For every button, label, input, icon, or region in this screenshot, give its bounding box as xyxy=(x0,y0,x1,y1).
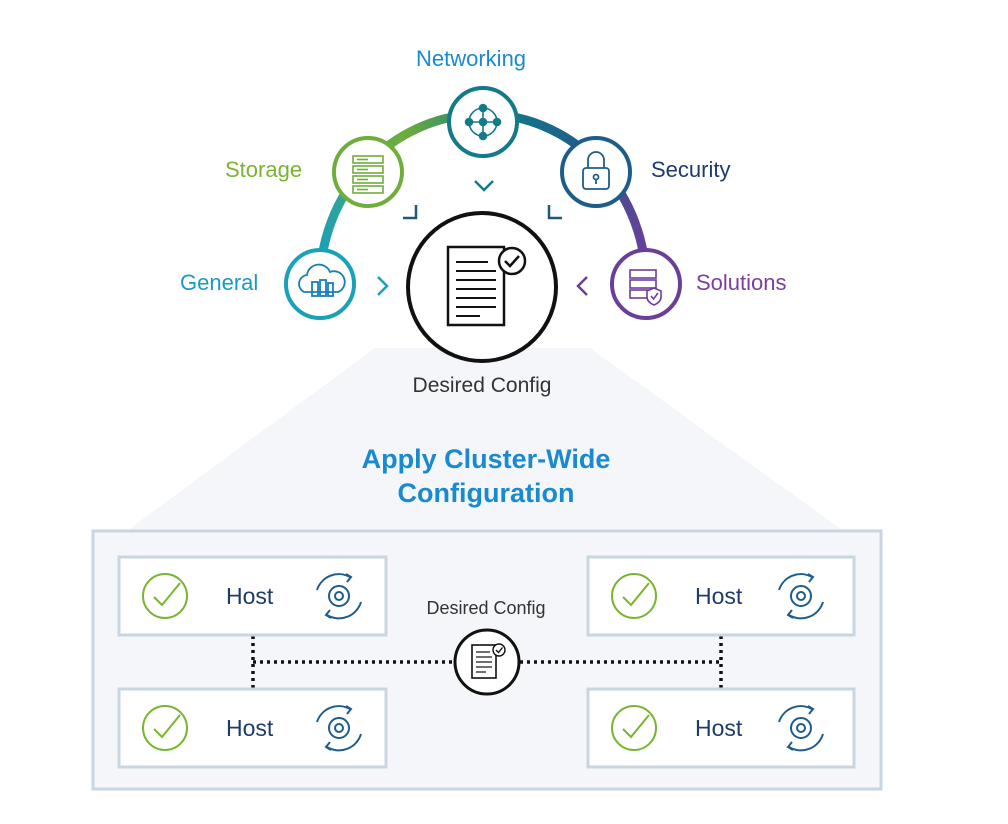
headline: Apply Cluster-Wide Configuration xyxy=(286,442,686,510)
networking-label: Networking xyxy=(416,46,527,71)
check-circle-icon xyxy=(611,573,657,619)
cluster-config-label: Desired Config xyxy=(426,598,546,618)
desired-config-label: Desired Config xyxy=(412,374,552,397)
gear-sync-icon xyxy=(778,573,824,620)
headline-line-1: Apply Cluster-Wide xyxy=(361,444,611,474)
document-check-icon xyxy=(446,245,527,327)
storage-node xyxy=(332,136,404,208)
general-label: General xyxy=(180,270,259,295)
general-node xyxy=(284,248,356,320)
bracket-left xyxy=(403,205,418,220)
host-card-2 xyxy=(586,555,856,637)
gear-sync-icon xyxy=(316,705,362,752)
chevron-right-icon xyxy=(377,276,389,296)
check-circle-icon xyxy=(142,705,188,751)
networking-node xyxy=(447,86,519,158)
chevron-left-icon xyxy=(576,276,588,296)
projection-shape xyxy=(128,348,842,530)
cluster-config-node xyxy=(453,628,521,696)
network-icon xyxy=(464,103,502,141)
host-label-3: Host xyxy=(226,715,274,741)
bracket-right xyxy=(547,205,562,220)
check-circle-icon xyxy=(611,705,657,751)
host-connectors xyxy=(251,636,723,688)
host-card-3 xyxy=(117,687,388,769)
storage-label: Storage xyxy=(225,157,303,182)
host-label-2: Host xyxy=(695,583,743,609)
solutions-node xyxy=(610,248,682,320)
security-node xyxy=(560,136,632,208)
host-label-4: Host xyxy=(695,715,743,741)
headline-line-2: Configuration xyxy=(397,478,575,508)
solutions-label: Solutions xyxy=(696,270,787,295)
chevron-down-icon xyxy=(474,180,494,192)
host-card-4 xyxy=(586,687,856,769)
cloud-datacenter-icon xyxy=(298,263,346,297)
gear-sync-icon xyxy=(316,573,362,620)
security-label: Security xyxy=(651,157,731,182)
document-check-icon xyxy=(471,643,506,679)
host-label-1: Host xyxy=(226,583,274,609)
host-card-1 xyxy=(117,555,388,637)
check-circle-icon xyxy=(142,573,188,619)
server-rack-icon xyxy=(352,155,384,194)
server-shield-icon xyxy=(629,269,662,306)
lock-icon xyxy=(582,151,610,190)
gear-sync-icon xyxy=(778,705,824,752)
desired-config-node xyxy=(406,211,558,363)
